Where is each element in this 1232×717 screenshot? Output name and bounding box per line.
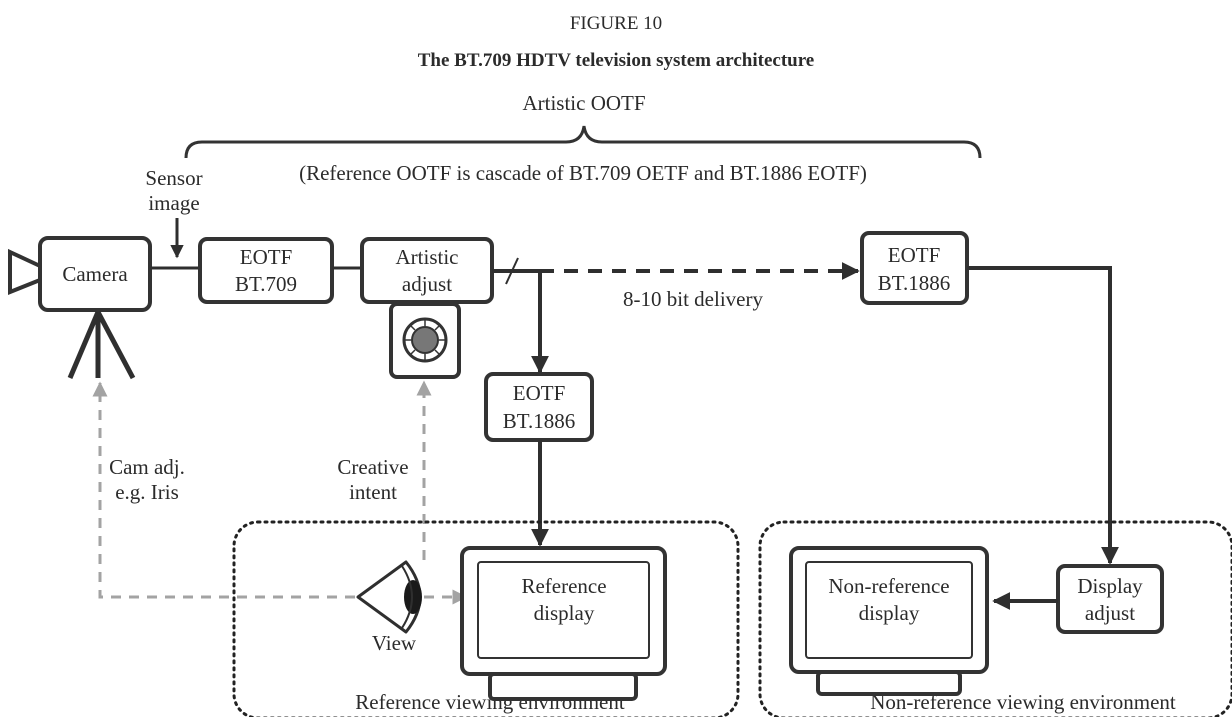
camera-icon — [8, 236, 152, 380]
display-adjust-line1: Display — [1077, 574, 1143, 598]
ref-display-line2: display — [534, 601, 595, 625]
eye-icon — [356, 560, 422, 634]
eotf-bt709-box — [198, 237, 334, 304]
display-adjust-line2: adjust — [1085, 601, 1135, 625]
reference-env-frame — [232, 520, 740, 717]
cam-adj-line1: Cam adj. — [109, 455, 185, 479]
eotf1886-right-line2: BT.1886 — [878, 271, 951, 295]
nonref-display-line1: Non-reference — [828, 574, 949, 598]
artistic-ootf-label: Artistic OOTF — [522, 91, 645, 115]
eotf1886-mid-line2: BT.1886 — [503, 409, 576, 433]
ref-display-line1: Reference — [521, 574, 606, 598]
sensor-label: Sensor — [145, 166, 202, 190]
artistic-line1: Artistic — [396, 245, 459, 269]
nonref-display-line2: display — [859, 601, 920, 625]
bit-depth-slash — [505, 257, 519, 285]
eotf1886-right-line1: EOTF — [888, 243, 941, 267]
reference-display-icon — [460, 546, 667, 701]
creative-line1: Creative — [337, 455, 408, 479]
figure-label: FIGURE 10 — [570, 13, 662, 34]
to-display-adjust-arrow — [967, 266, 1119, 565]
eotf709-line2: BT.709 — [235, 272, 297, 296]
ootf-brace — [184, 125, 982, 159]
adjust-knob-icon — [389, 302, 461, 379]
artistic-line2: adjust — [402, 272, 452, 296]
camera-label: Camera — [62, 262, 128, 286]
cam-adj-dashed-arrow — [92, 381, 355, 599]
sensor-label-2: image — [148, 191, 199, 215]
view-label: View — [372, 631, 417, 655]
reference-ootf-note: (Reference OOTF is cascade of BT.709 OET… — [299, 161, 867, 185]
eotf1886-mid-line1: EOTF — [513, 381, 566, 405]
figure-title: The BT.709 HDTV television system archit… — [418, 50, 815, 71]
eotf709-line1: EOTF — [240, 245, 293, 269]
cam-adj-line2: e.g. Iris — [115, 480, 179, 504]
delivery-label: 8-10 bit delivery — [623, 287, 763, 311]
nonreference-env-frame — [758, 520, 1232, 717]
creative-line2: intent — [349, 480, 397, 504]
nonreference-display-icon — [789, 546, 989, 696]
